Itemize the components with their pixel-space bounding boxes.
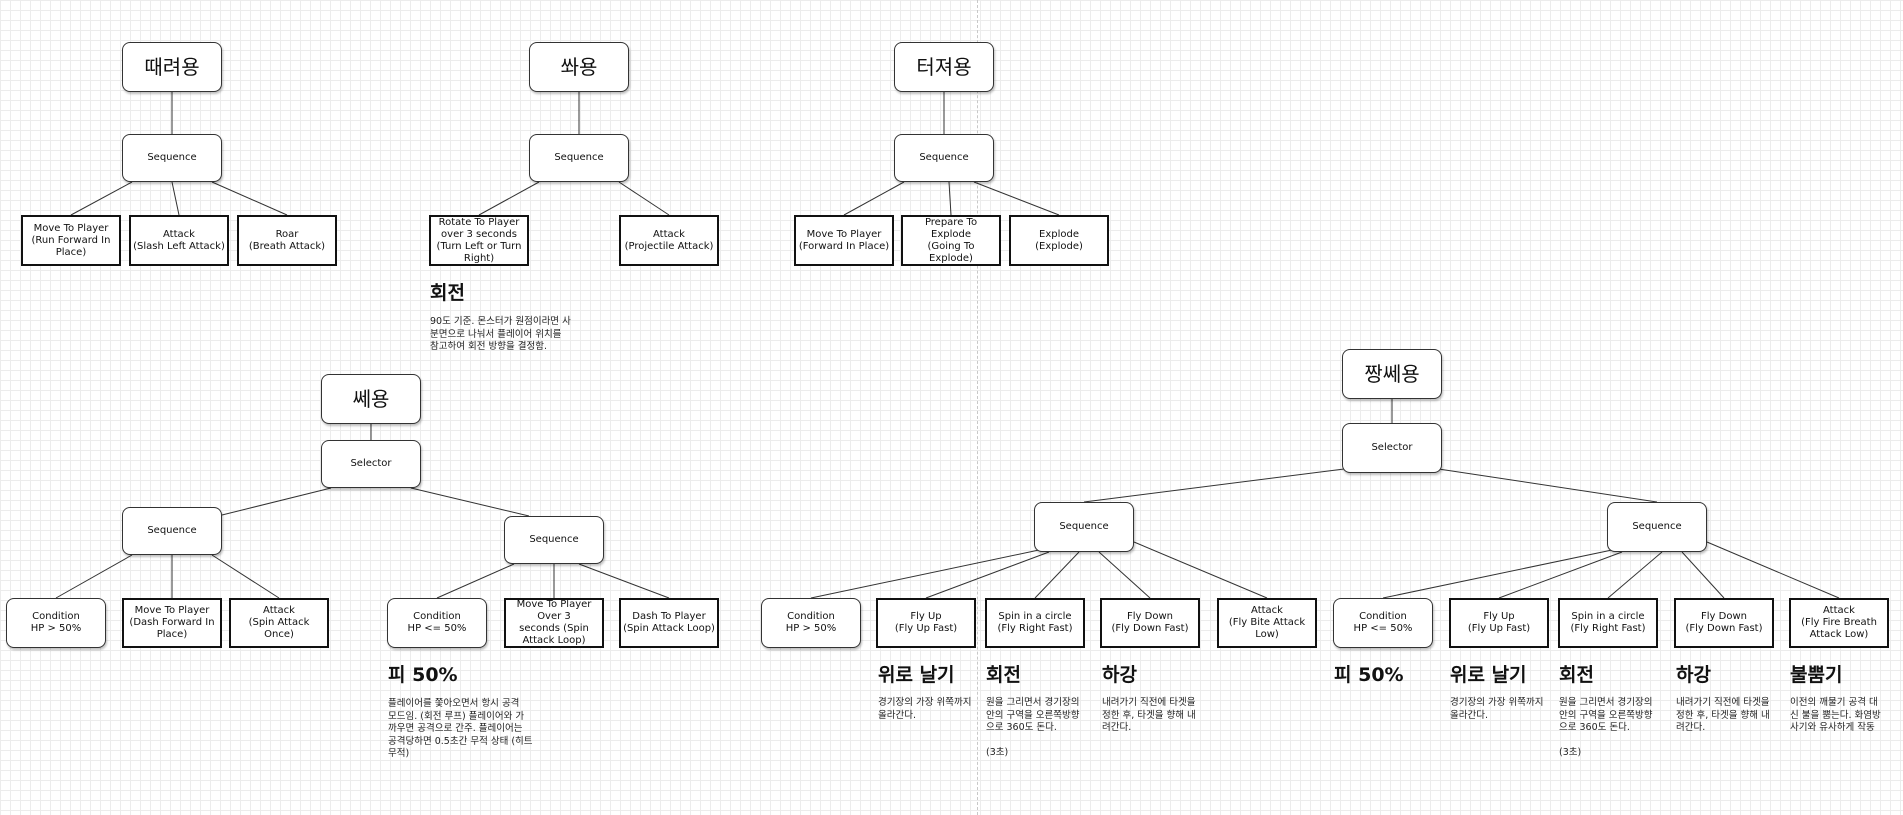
action-node[interactable]: Spin in a circle (Fly Right Fast) <box>985 598 1085 648</box>
sequence-node[interactable]: Sequence <box>529 134 629 182</box>
note-body: 경기장의 가장 위쪽까지 올라간다. <box>1450 697 1544 721</box>
note-body: 경기장의 가장 위쪽까지 올라간다. <box>878 697 972 721</box>
connector-line <box>410 487 530 517</box>
connector-line <box>55 554 133 599</box>
sequence-node[interactable]: Sequence <box>122 507 222 555</box>
connector-line <box>618 181 670 216</box>
note-body: 내려가기 직전에 타겟을 정한 후, 타겟을 향해 내 려간다. <box>1676 697 1770 733</box>
action-node[interactable]: Attack (Fly Bite Attack Low) <box>1217 598 1317 648</box>
note-title: 피 50% <box>388 664 458 686</box>
tree-root-5[interactable]: 짱쎄용 <box>1342 349 1442 399</box>
action-node[interactable]: Move To Player Over 3 seconds (Spin Atta… <box>504 598 604 648</box>
note-title: 불뿜기 <box>1790 664 1843 686</box>
note-title: 위로 날기 <box>878 664 955 686</box>
connector-line <box>973 181 1060 216</box>
condition-node[interactable]: Condition HP > 50% <box>6 598 106 648</box>
condition-node[interactable]: Condition HP <= 50% <box>387 598 487 648</box>
condition-node[interactable]: Condition HP <= 50% <box>1333 598 1433 648</box>
action-node[interactable]: Explode (Explode) <box>1009 215 1109 266</box>
connector-line <box>1706 541 1840 599</box>
connector-line <box>1083 467 1353 503</box>
connector-line <box>1681 551 1725 599</box>
connector-line <box>1133 541 1268 599</box>
connector-line <box>1431 467 1658 503</box>
action-node[interactable]: Attack (Projectile Attack) <box>619 215 719 266</box>
note-title: 하강 <box>1676 664 1711 686</box>
connector-line <box>1498 551 1623 599</box>
sequence-node[interactable]: Sequence <box>894 134 994 182</box>
note-body: 내려가기 직전에 타겟을 정한 후, 타겟을 향해 내 려간다. <box>1102 697 1196 733</box>
action-node[interactable]: Fly Down (Fly Down Fast) <box>1100 598 1200 648</box>
connector-line <box>211 554 280 599</box>
connector-line <box>1607 551 1663 599</box>
connector-line <box>1098 551 1151 599</box>
action-node[interactable]: Move To Player (Dash Forward In Place) <box>122 598 222 648</box>
action-node[interactable]: Spin in a circle (Fly Right Fast) <box>1558 598 1658 648</box>
note-title: 회전 <box>1559 664 1594 686</box>
note-title: 회전 <box>430 282 465 304</box>
connector-line <box>436 563 515 599</box>
action-node[interactable]: Prepare To Explode (Going To Explode) <box>901 215 1001 266</box>
tree-root-1[interactable]: 때려용 <box>122 42 222 92</box>
action-node[interactable]: Dash To Player (Spin Attack Loop) <box>619 598 719 648</box>
selector-node[interactable]: Selector <box>321 440 421 488</box>
tree-root-3[interactable]: 터져용 <box>894 42 994 92</box>
note-body: 이전의 깨물기 공격 대 신 불을 뿜는다. 화염방 사기와 유사하게 작동 <box>1790 697 1881 733</box>
action-node[interactable]: Attack (Fly Fire Breath Attack Low) <box>1789 598 1889 648</box>
action-node[interactable]: Move To Player (Run Forward In Place) <box>21 215 121 266</box>
selector-node[interactable]: Selector <box>1342 423 1442 473</box>
connector-line <box>70 181 133 216</box>
sequence-node[interactable]: Sequence <box>1607 502 1707 552</box>
action-node[interactable]: Roar (Breath Attack) <box>237 215 337 266</box>
note-body: 원을 그리면서 경기장의 안의 구역을 오른쪽방향 으로 360도 돈다. (3… <box>1559 697 1653 758</box>
note-title: 피 50% <box>1334 664 1404 686</box>
action-node[interactable]: Fly Up (Fly Up Fast) <box>1449 598 1549 648</box>
connector-line <box>1034 551 1080 599</box>
note-title: 하강 <box>1102 664 1137 686</box>
action-node[interactable]: Move To Player (Forward In Place) <box>794 215 894 266</box>
action-node[interactable]: Attack (Spin Attack Once) <box>229 598 329 648</box>
page-guide-line <box>977 0 978 815</box>
connector-line <box>478 181 540 216</box>
connector-line <box>221 487 332 516</box>
note-title: 위로 날기 <box>1450 664 1527 686</box>
connector-line <box>1382 549 1613 599</box>
note-body: 플레이어를 쫓아오면서 항시 공격 모드임. (회전 루프) 플레이어와 가 까… <box>388 698 533 759</box>
action-node[interactable]: Rotate To Player over 3 seconds (Turn Le… <box>429 215 529 266</box>
connector-line <box>925 551 1050 599</box>
condition-node[interactable]: Condition HP > 50% <box>761 598 861 648</box>
note-body: 원을 그리면서 경기장의 안의 구역을 오른쪽방향 으로 360도 돈다. (3… <box>986 697 1080 758</box>
note-body: 90도 기준. 몬스터가 원점이라면 사 분면으로 나눠서 플레이어 위치를 참… <box>430 316 571 352</box>
connector-line <box>948 181 952 216</box>
note-title: 회전 <box>986 664 1021 686</box>
connector-line <box>171 181 180 216</box>
tree-root-4[interactable]: 쎄용 <box>321 374 421 424</box>
action-node[interactable]: Fly Down (Fly Down Fast) <box>1674 598 1774 648</box>
connector-line <box>843 181 905 216</box>
connector-line <box>810 549 1040 599</box>
tree-root-2[interactable]: 쏴용 <box>529 42 629 92</box>
connector-line <box>211 181 288 216</box>
sequence-node[interactable]: Sequence <box>504 516 604 564</box>
connector-line <box>578 563 670 599</box>
sequence-node[interactable]: Sequence <box>122 134 222 182</box>
action-node[interactable]: Attack (Slash Left Attack) <box>129 215 229 266</box>
action-node[interactable]: Fly Up (Fly Up Fast) <box>876 598 976 648</box>
sequence-node[interactable]: Sequence <box>1034 502 1134 552</box>
